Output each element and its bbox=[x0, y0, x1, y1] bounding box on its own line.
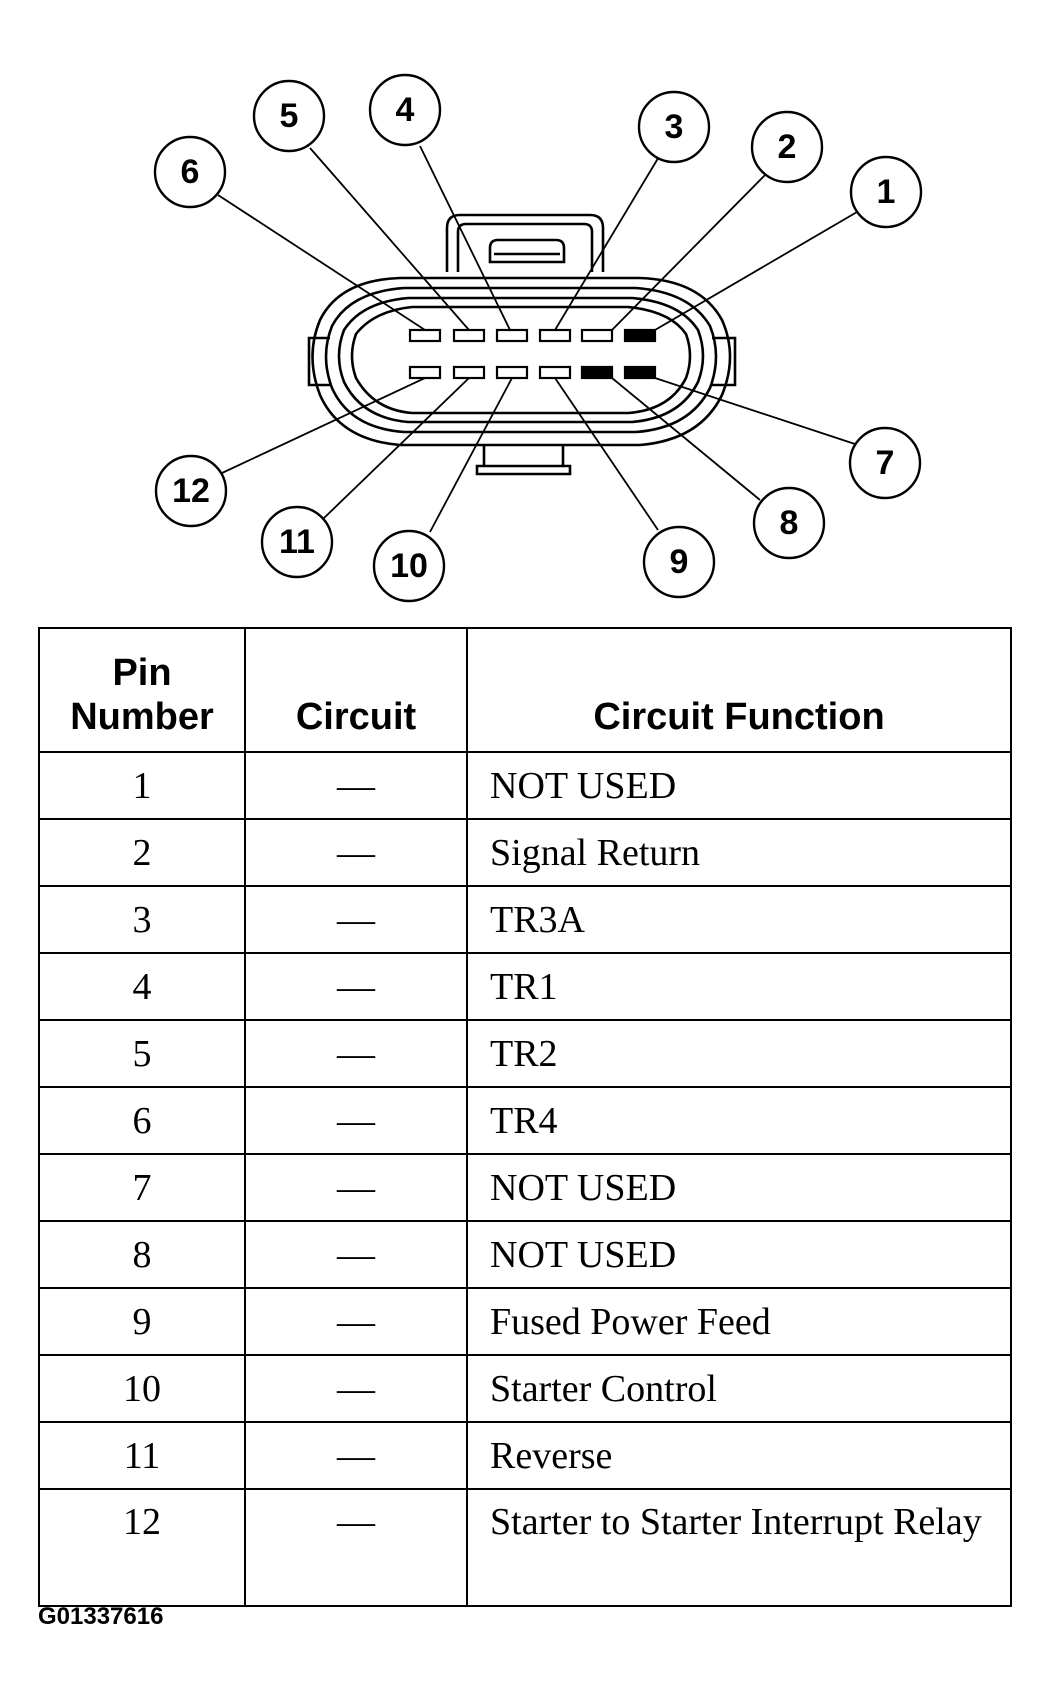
table-row: 10 — Starter Control bbox=[38, 1354, 1012, 1423]
table-row: 12 — Starter to Starter Interrupt Relay bbox=[38, 1488, 1012, 1607]
callout-10: 10 bbox=[372, 529, 446, 603]
circuit-function-cell: Signal Return bbox=[466, 818, 1012, 887]
table-header-row: Pin Number Circuit Circuit Function bbox=[38, 627, 1012, 753]
circuit-cell: — bbox=[244, 1421, 468, 1490]
callout-5: 5 bbox=[252, 79, 326, 153]
callout-8: 8 bbox=[752, 486, 826, 560]
table-row: 9 — Fused Power Feed bbox=[38, 1287, 1012, 1356]
cavity-pin-9 bbox=[538, 365, 572, 380]
circuit-cell: — bbox=[244, 1488, 468, 1607]
table-row: 11 — Reverse bbox=[38, 1421, 1012, 1490]
callout-1: 1 bbox=[849, 155, 923, 229]
table-row: 4 — TR1 bbox=[38, 952, 1012, 1021]
header-circuit-function: Circuit Function bbox=[466, 627, 1012, 753]
svg-text:12: 12 bbox=[172, 472, 210, 510]
circuit-function-cell: NOT USED bbox=[466, 1220, 1012, 1289]
circuit-function-cell: Reverse bbox=[466, 1421, 1012, 1490]
callout-11: 11 bbox=[260, 505, 334, 579]
pin-number-cell: 7 bbox=[38, 1153, 246, 1222]
circuit-function-cell: Starter to Starter Interrupt Relay bbox=[466, 1488, 1012, 1607]
callout-2: 2 bbox=[750, 110, 824, 184]
circuit-cell: — bbox=[244, 818, 468, 887]
pin-number-cell: 8 bbox=[38, 1220, 246, 1289]
callout-12: 12 bbox=[154, 454, 228, 528]
pin-function-table: Pin Number Circuit Circuit Function 1 — … bbox=[38, 627, 1012, 1607]
leader-lines bbox=[217, 144, 859, 533]
connector-face-view: 1 2 3 4 5 6 7 8 9 10 11 12 bbox=[153, 73, 923, 603]
svg-text:8: 8 bbox=[780, 504, 799, 542]
cavity-pin-8 bbox=[580, 365, 614, 380]
svg-text:5: 5 bbox=[280, 97, 299, 135]
circuit-cell: — bbox=[244, 751, 468, 820]
svg-text:7: 7 bbox=[876, 444, 895, 482]
table-row: 6 — TR4 bbox=[38, 1086, 1012, 1155]
callouts: 1 2 3 4 5 6 7 8 9 10 11 12 bbox=[153, 73, 923, 603]
svg-text:10: 10 bbox=[390, 547, 428, 585]
circuit-function-cell: TR2 bbox=[466, 1019, 1012, 1088]
cavity-pin-1 bbox=[623, 328, 657, 343]
circuit-cell: — bbox=[244, 1019, 468, 1088]
callout-3: 3 bbox=[637, 90, 711, 164]
circuit-cell: — bbox=[244, 1354, 468, 1423]
circuit-cell: — bbox=[244, 1287, 468, 1356]
circuit-cell: — bbox=[244, 1220, 468, 1289]
svg-text:6: 6 bbox=[181, 153, 200, 191]
pin-cavities bbox=[408, 328, 657, 380]
circuit-function-cell: Starter Control bbox=[466, 1354, 1012, 1423]
cavity-pin-11 bbox=[452, 365, 486, 380]
svg-text:1: 1 bbox=[877, 173, 896, 211]
callout-6: 6 bbox=[153, 135, 227, 209]
callout-7: 7 bbox=[848, 426, 922, 500]
circuit-function-cell: NOT USED bbox=[466, 1153, 1012, 1222]
cavity-pin-4 bbox=[495, 328, 529, 343]
circuit-cell: — bbox=[244, 885, 468, 954]
table-row: 1 — NOT USED bbox=[38, 751, 1012, 820]
pin-number-cell: 9 bbox=[38, 1287, 246, 1356]
circuit-function-cell: NOT USED bbox=[466, 751, 1012, 820]
cavity-pin-2 bbox=[580, 328, 614, 343]
cavity-pin-7 bbox=[623, 365, 657, 380]
table-row: 2 — Signal Return bbox=[38, 818, 1012, 887]
pin-number-cell: 5 bbox=[38, 1019, 246, 1088]
circuit-cell: — bbox=[244, 1153, 468, 1222]
header-pin-number: Pin Number bbox=[38, 627, 246, 753]
pin-number-cell: 3 bbox=[38, 885, 246, 954]
header-circuit: Circuit bbox=[244, 627, 468, 753]
svg-text:11: 11 bbox=[279, 523, 315, 561]
svg-text:4: 4 bbox=[396, 91, 415, 129]
callout-4: 4 bbox=[368, 73, 442, 147]
pin-number-cell: 4 bbox=[38, 952, 246, 1021]
circuit-cell: — bbox=[244, 1086, 468, 1155]
cavity-pin-5 bbox=[452, 328, 486, 343]
svg-text:3: 3 bbox=[665, 108, 684, 146]
pin-number-cell: 2 bbox=[38, 818, 246, 887]
cavity-pin-10 bbox=[495, 365, 529, 380]
circuit-function-cell: TR3A bbox=[466, 885, 1012, 954]
pin-number-cell: 11 bbox=[38, 1421, 246, 1490]
circuit-function-cell: Fused Power Feed bbox=[466, 1287, 1012, 1356]
pin-number-cell: 10 bbox=[38, 1354, 246, 1423]
pin-number-cell: 1 bbox=[38, 751, 246, 820]
svg-text:2: 2 bbox=[778, 128, 797, 166]
table-row: 3 — TR3A bbox=[38, 885, 1012, 954]
connector-housing bbox=[307, 213, 737, 476]
circuit-cell: — bbox=[244, 952, 468, 1021]
pin-number-cell: 6 bbox=[38, 1086, 246, 1155]
cavity-pin-3 bbox=[538, 328, 572, 343]
cavity-pin-12 bbox=[408, 365, 442, 380]
figure-id: G01337616 bbox=[38, 1603, 164, 1630]
pin-number-cell: 12 bbox=[38, 1488, 246, 1607]
connector-diagram: 1 2 3 4 5 6 7 8 9 10 11 12 bbox=[0, 0, 1044, 610]
table-row: 8 — NOT USED bbox=[38, 1220, 1012, 1289]
table-row: 7 — NOT USED bbox=[38, 1153, 1012, 1222]
circuit-function-cell: TR1 bbox=[466, 952, 1012, 1021]
callout-9: 9 bbox=[642, 525, 716, 599]
cavity-pin-6 bbox=[408, 328, 442, 343]
svg-text:9: 9 bbox=[670, 543, 689, 581]
circuit-function-cell: TR4 bbox=[466, 1086, 1012, 1155]
table-row: 5 — TR2 bbox=[38, 1019, 1012, 1088]
